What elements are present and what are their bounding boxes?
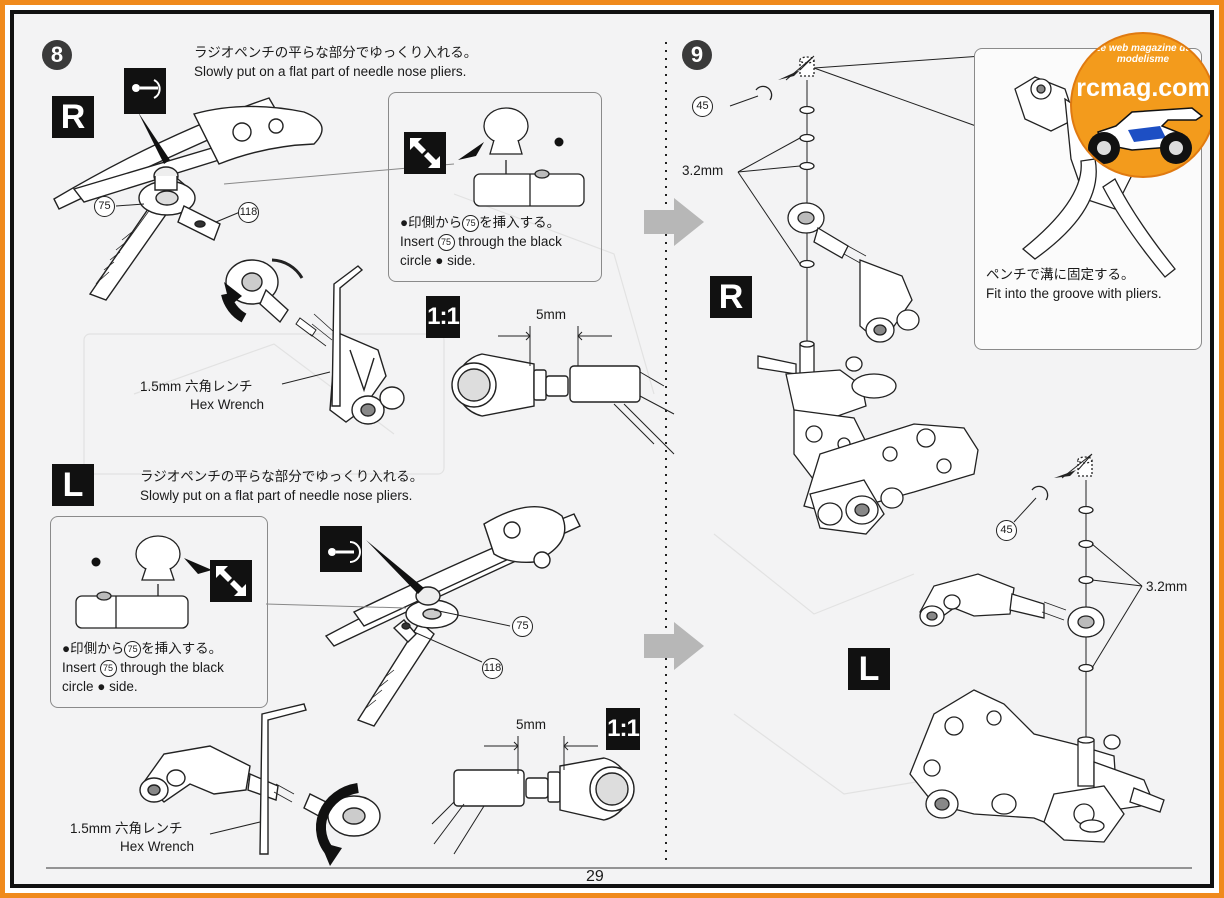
wrench-label-left-jp: 1.5mm 六角レンチ — [70, 821, 183, 836]
logo-tagline: Le web magazine du modelisme — [1094, 43, 1192, 65]
rcmag-logo[interactable]: Le web magazine du modelisme rcmag.com — [1072, 34, 1210, 176]
next-step-arrow — [644, 622, 704, 670]
callout-jp: ペンチで溝に固定する。 — [986, 267, 1135, 282]
logo-brand: rcmag.com — [1076, 74, 1210, 102]
part-callout-75: 75 — [94, 196, 115, 217]
step-number-8: 8 — [42, 40, 72, 70]
wrench-label-left-en: Hex Wrench — [120, 839, 195, 854]
scale-badge-right: 1:1 — [426, 296, 460, 338]
side-label-left: L — [52, 464, 94, 506]
assembly-line-art — [46, 42, 1192, 869]
insert-arrows-icon — [404, 132, 446, 174]
wrench-label-right-jp: 1.5mm 六角レンチ — [140, 379, 253, 394]
step8-right-instruction-en: Slowly put on a flat part of needle nose… — [194, 64, 467, 79]
rc-car-icon — [1088, 107, 1204, 164]
part-callout-45: 45 — [692, 96, 713, 117]
inset-left-en-line2: circle ● side. — [62, 679, 138, 694]
next-step-arrow — [644, 198, 704, 246]
gap-dimension-left: 5mm — [516, 717, 546, 732]
callout-en: Fit into the groove with pliers. — [986, 286, 1162, 301]
pliers-tool-icon — [320, 526, 362, 572]
part-callout-75: 75 — [512, 616, 533, 637]
step8-right-instruction-jp: ラジオペンチの平らな部分でゆっくり入れる。 — [194, 45, 478, 60]
step8-left-instruction-en: Slowly put on a flat part of needle nose… — [140, 488, 413, 503]
pliers-tool-icon — [124, 68, 166, 114]
side-label-right: R — [52, 96, 94, 138]
part-callout-118: 118 — [238, 202, 259, 223]
step8-left-instruction-jp: ラジオペンチの平らな部分でゆっくり入れる。 — [140, 469, 424, 484]
side-label-right: R — [710, 276, 752, 318]
side-label-left: L — [848, 648, 890, 690]
scale-badge-left: 1:1 — [606, 708, 640, 750]
wrench-label-right-en: Hex Wrench — [190, 397, 265, 412]
insert-direction-inset-left — [50, 516, 268, 708]
manual-page: 8 ラジオペンチの平らな部分でゆっくり入れる。 Slowly put on a … — [10, 10, 1214, 888]
inset-right-en-line2: circle ● side. — [400, 253, 476, 268]
step-number-9: 9 — [682, 40, 712, 70]
insert-arrows-icon — [210, 560, 252, 602]
washer-size-left: 3.2mm — [1146, 579, 1188, 594]
part-callout-118: 118 — [482, 658, 503, 679]
page-number: 29 — [586, 868, 604, 885]
part-callout-45: 45 — [996, 520, 1017, 541]
inset-left-en: Insert 75 through the black — [62, 659, 224, 677]
insert-direction-inset-right — [388, 92, 602, 282]
washer-size-right: 3.2mm — [682, 163, 724, 178]
inset-right-en: Insert 75 through the black — [400, 233, 562, 251]
gap-dimension-right: 5mm — [536, 307, 566, 322]
